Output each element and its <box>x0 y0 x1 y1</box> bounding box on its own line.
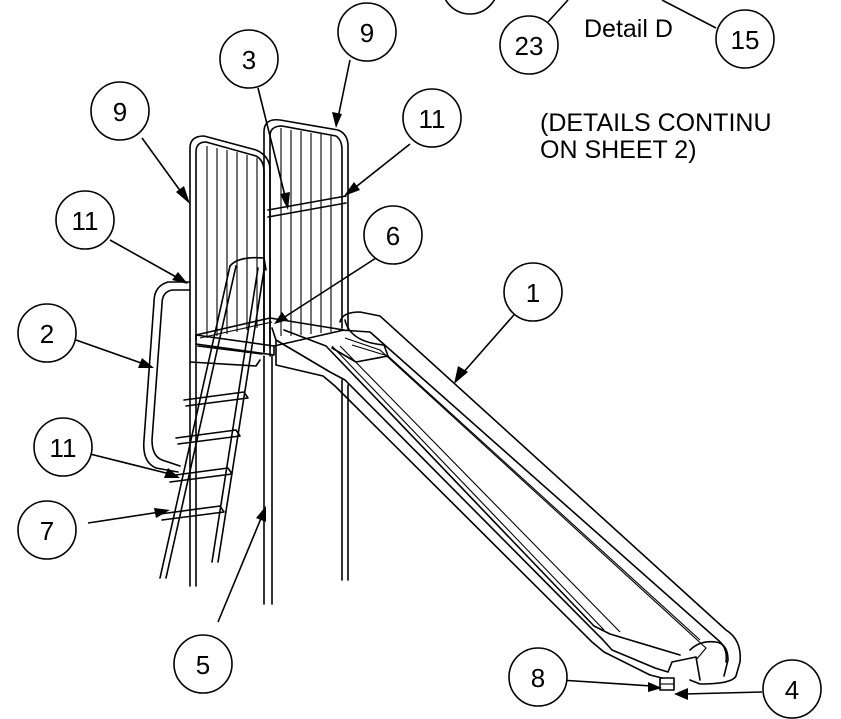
balloon-1: 1 <box>503 262 563 322</box>
svg-text:11: 11 <box>72 206 99 236</box>
left-guard-rail <box>189 135 271 357</box>
balloon-11-lower-left: 11 <box>33 417 93 477</box>
balloon-11-upper-left: 11 <box>55 190 115 250</box>
balloon-9-left: 9 <box>90 81 150 141</box>
leaders <box>75 59 763 700</box>
balloons: 23 15 9 3 9 11 11 6 <box>17 2 822 719</box>
note-line-1: (DETAILS CONTINU <box>540 109 772 137</box>
slide-structure <box>142 118 742 691</box>
sheet-note: (DETAILS CONTINU ON SHEET 2) <box>540 109 772 164</box>
svg-text:4: 4 <box>785 675 799 705</box>
handrail <box>142 281 191 473</box>
balloon-23: 23 <box>499 15 559 75</box>
balloon-7: 7 <box>17 500 77 560</box>
detail-d-label: Detail D <box>584 15 673 43</box>
balloon-6: 6 <box>363 205 423 265</box>
balloon-2: 2 <box>17 303 77 363</box>
detail-d-area: Detail D <box>444 0 717 43</box>
svg-text:9: 9 <box>360 18 374 48</box>
balloon-3: 3 <box>219 29 279 89</box>
svg-text:2: 2 <box>40 319 54 349</box>
svg-text:1: 1 <box>526 278 540 308</box>
ladder <box>159 256 267 579</box>
platform <box>189 317 349 605</box>
right-guard-rail <box>263 118 349 353</box>
svg-text:8: 8 <box>531 663 545 693</box>
svg-text:11: 11 <box>50 433 77 463</box>
balloon-8: 8 <box>508 647 568 707</box>
balloon-4: 4 <box>762 659 822 719</box>
partial-balloon <box>444 0 496 15</box>
balloon-9-right: 9 <box>337 2 397 62</box>
note-line-2: ON SHEET 2) <box>540 136 697 164</box>
svg-text:11: 11 <box>419 104 446 134</box>
balloon-15: 15 <box>715 9 775 69</box>
svg-text:9: 9 <box>113 97 127 127</box>
svg-text:5: 5 <box>196 650 210 680</box>
svg-text:6: 6 <box>386 221 400 251</box>
svg-text:7: 7 <box>40 516 54 546</box>
foot-hardware <box>659 677 675 691</box>
balloon-5: 5 <box>173 634 233 694</box>
svg-text:23: 23 <box>515 31 544 61</box>
svg-text:15: 15 <box>731 25 760 55</box>
balloon-11-top: 11 <box>402 88 462 148</box>
svg-text:3: 3 <box>242 45 256 75</box>
